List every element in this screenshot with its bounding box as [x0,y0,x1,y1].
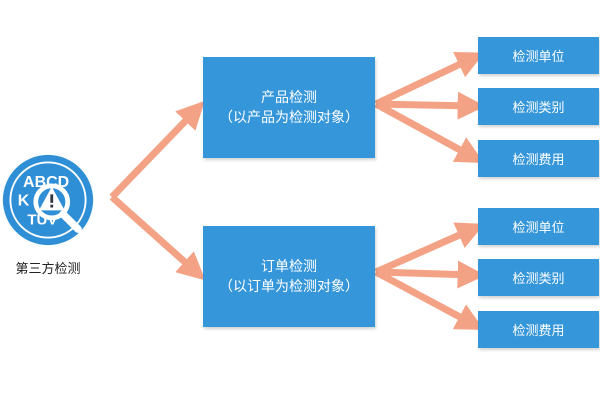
logo-letters-middle: K [18,193,30,210]
order-category-box: 检测类别 [478,259,599,296]
warning-icon [39,187,64,211]
arrow-root-to-product [109,100,205,200]
order-testing-box: 订单检测 （以订单为检测对象） [203,226,375,327]
arrow-product-to-category [375,91,486,120]
inspection-logo: ABCD K TUV [2,154,94,246]
arrow-product-to-fee [374,100,485,164]
arrow-order-to-category [375,260,486,289]
order-testing-subtitle: （以订单为检测对象） [219,278,359,295]
product-testing-box: 产品检测 （以产品为检测对象） [203,57,375,158]
order-fee-box: 检测费用 [478,311,599,348]
arrow-order-to-fee [374,268,485,330]
product-category-box: 检测类别 [478,88,599,125]
arrow-product-to-unit [374,51,485,108]
root-label: 第三方检测 [15,262,81,277]
product-testing-title: 产品检测 [261,89,317,106]
product-fee-box: 检测费用 [478,140,599,177]
arrow-root-to-order [109,194,206,281]
order-unit-box: 检测单位 [478,208,599,245]
product-testing-subtitle: （以产品为检测对象） [219,109,359,126]
arrow-order-to-unit [374,222,485,276]
order-testing-title: 订单检测 [261,258,317,275]
product-unit-box: 检测单位 [478,37,599,74]
